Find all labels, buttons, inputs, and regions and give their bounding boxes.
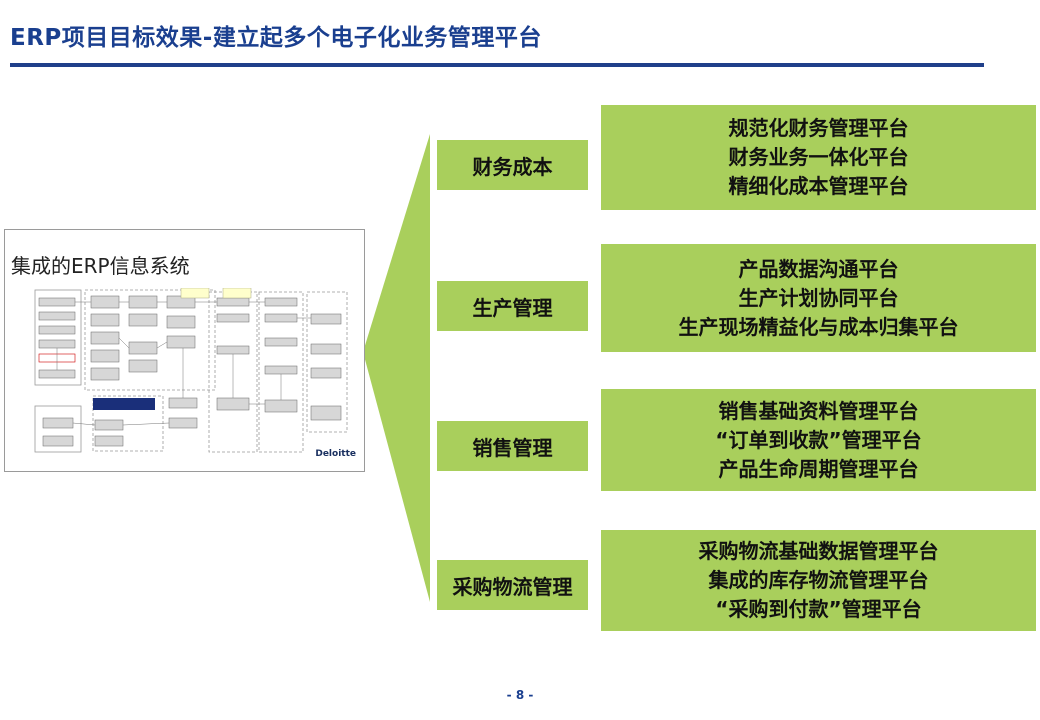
platform-item: 生产计划协同平台 [738, 285, 899, 310]
platform-item: 生产现场精益化与成本归集平台 [678, 314, 959, 339]
platform-item: 销售基础资料管理平台 [718, 398, 919, 423]
platform-item: 规范化财务管理平台 [728, 116, 909, 140]
erp-diagram-image [34, 288, 348, 453]
erp-system-thumbnail: 集成的ERP信息系统 [4, 229, 365, 472]
platforms-production: 产品数据沟通平台 生产计划协同平台 生产现场精益化与成本归集平台 [601, 244, 1036, 352]
category-sales: 销售管理 [437, 421, 588, 471]
platform-item: 产品生命周期管理平台 [718, 456, 919, 481]
category-procurement-logistics: 采购物流管理 [437, 560, 588, 610]
platforms-procurement-logistics: 采购物流基础数据管理平台 集成的库存物流管理平台 “采购到付款”管理平台 [601, 530, 1036, 631]
platform-item: 集成的库存物流管理平台 [708, 568, 929, 592]
category-label: 销售管理 [472, 435, 553, 460]
title-divider [10, 63, 984, 67]
category-label: 生产管理 [472, 295, 553, 320]
page-title: ERP项目目标效果-建立起多个电子化业务管理平台 [10, 25, 542, 51]
platforms-finance-cost: 规范化财务管理平台 财务业务一体化平台 精细化成本管理平台 [601, 105, 1036, 210]
platform-item: “采购到付款”管理平台 [715, 597, 922, 621]
thumbnail-title: 集成的ERP信息系统 [11, 254, 190, 278]
category-finance-cost: 财务成本 [437, 140, 588, 190]
platforms-sales: 销售基础资料管理平台 “订单到收款”管理平台 产品生命周期管理平台 [601, 389, 1036, 491]
page-number: - 8 - [506, 688, 534, 702]
platform-item: 产品数据沟通平台 [738, 256, 899, 281]
category-label: 财务成本 [472, 154, 553, 179]
platform-item: 采购物流基础数据管理平台 [698, 539, 939, 563]
category-production: 生产管理 [437, 281, 588, 331]
platform-item: 精细化成本管理平台 [728, 174, 909, 198]
deloitte-logo: Deloitte [315, 449, 356, 459]
platform-item: 财务业务一体化平台 [728, 145, 909, 169]
category-label: 采购物流管理 [452, 574, 573, 599]
platform-item: “订单到收款”管理平台 [715, 427, 922, 452]
